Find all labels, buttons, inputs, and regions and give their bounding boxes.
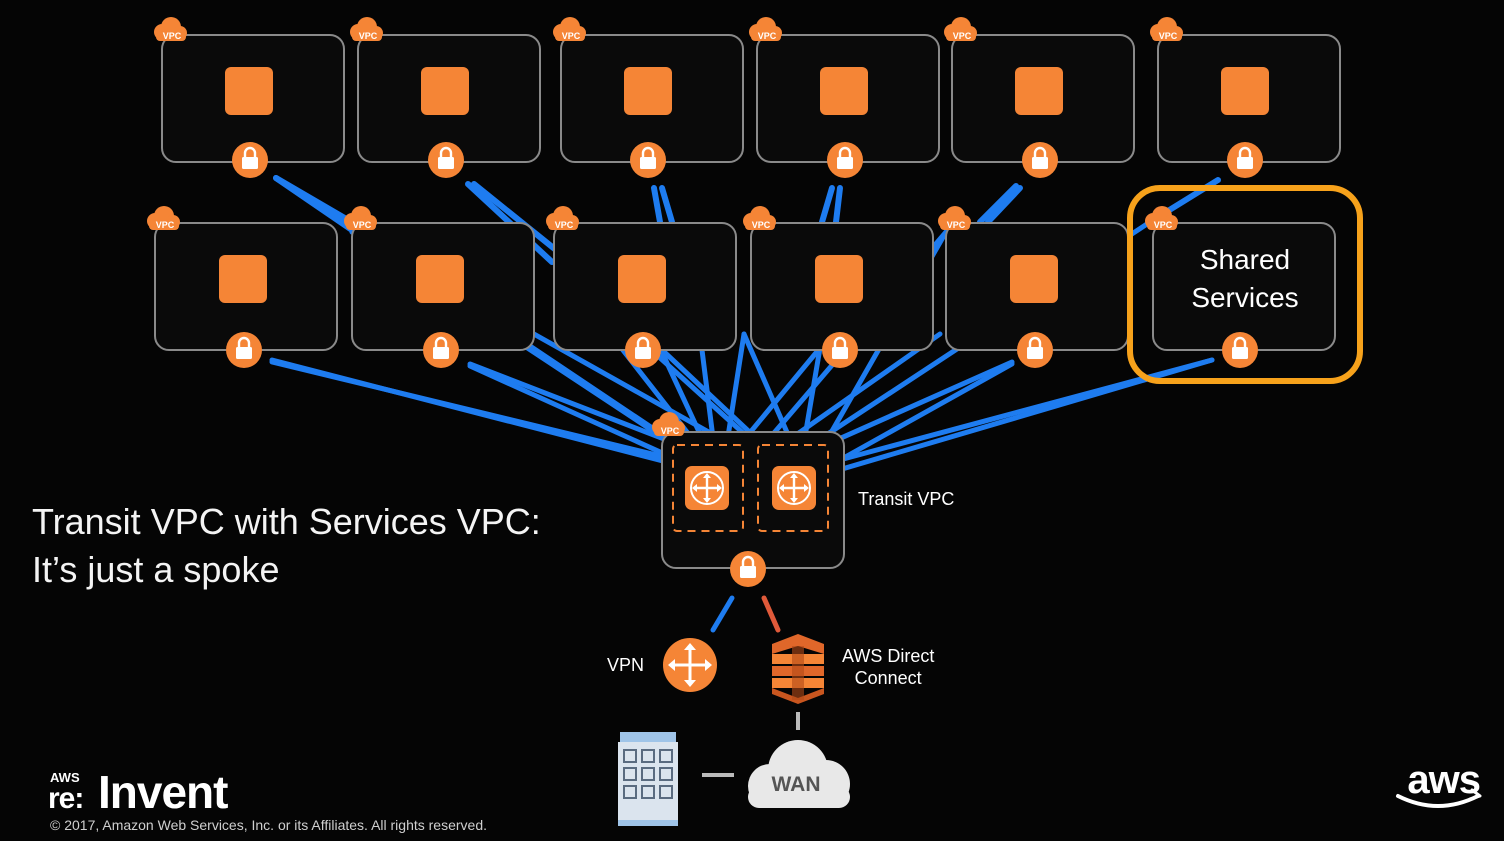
wan-label: WAN [772, 773, 821, 796]
slide-title-line2: It’s just a spoke [32, 549, 280, 590]
vpc-cloud-icon [147, 206, 180, 230]
vpc-cloud-icon [350, 17, 383, 41]
availability-zone-2 [757, 444, 829, 532]
lock-icon [224, 330, 264, 370]
lock-icon [426, 140, 466, 180]
vpc-cloud-icon [938, 206, 971, 230]
instance-icon [815, 255, 863, 303]
vpc-cloud-icon [743, 206, 776, 230]
lock-icon [1015, 330, 1055, 370]
lock-icon [230, 140, 270, 180]
instance-icon [1221, 67, 1269, 115]
instance-icon [1010, 255, 1058, 303]
vpc-cloud-icon [344, 206, 377, 230]
datacenter-icon [618, 732, 678, 826]
vpc-cloud-icon [749, 17, 782, 41]
direct-connect-icon [772, 634, 824, 704]
row2-spoke-vpcs [147, 206, 1336, 370]
direct-connect-label: AWS Direct Connect [842, 645, 934, 689]
direct-connect-link [761, 595, 781, 633]
vpn-link [710, 595, 735, 633]
row1-spoke-vpcs [154, 17, 1341, 180]
reinvent-logo-invent: Invent [98, 766, 228, 818]
lock-icon [1220, 330, 1260, 370]
instance-icon [618, 255, 666, 303]
vpc-cloud-icon [546, 206, 579, 230]
lock-icon [1020, 140, 1060, 180]
slide-title-line1: Transit VPC with Services VPC: [32, 501, 541, 542]
transit-vpc [652, 412, 845, 589]
reinvent-logo-re: re: [48, 782, 84, 815]
instance-icon [219, 255, 267, 303]
aws-logo: aws [1407, 758, 1481, 802]
lock-icon [628, 140, 668, 180]
vpc-cloud-icon [553, 17, 586, 41]
instance-icon [624, 67, 672, 115]
router-icon [770, 464, 818, 512]
lock-icon [623, 330, 663, 370]
direct-connect-label-line2: Connect [854, 668, 922, 688]
slide-title: Transit VPC with Services VPC: It’s just… [32, 498, 541, 594]
vpc-cloud-icon [944, 17, 977, 41]
shared-services-highlight [1127, 185, 1363, 384]
instance-icon [421, 67, 469, 115]
wan-cloud-icon: WAN [748, 740, 850, 808]
shared-services-label: Shared Services [1191, 244, 1299, 313]
reinvent-logo-aws: AWS [50, 770, 80, 785]
copyright-text: © 2017, Amazon Web Services, Inc. or its… [50, 817, 487, 833]
router-icon [683, 464, 731, 512]
lock-icon [728, 549, 768, 589]
lock-icon [820, 330, 860, 370]
vpc-cloud-icon [1150, 17, 1183, 41]
vpn-label: VPN [607, 655, 645, 675]
vpn-icon [663, 638, 717, 692]
vpc-cloud-icon [154, 17, 187, 41]
instance-icon [1015, 67, 1063, 115]
availability-zone-1 [672, 444, 744, 532]
aws-smile-arrow-icon [1468, 788, 1482, 801]
transit-vpc-label: Transit VPC [858, 489, 955, 509]
reinvent-logo: AWS re: Invent [48, 766, 248, 818]
instance-icon [225, 67, 273, 115]
lock-icon [1225, 140, 1265, 180]
direct-connect-label-line1: AWS Direct [842, 646, 935, 666]
lock-icon [421, 330, 461, 370]
instance-icon [416, 255, 464, 303]
instance-icon [820, 67, 868, 115]
lock-icon [825, 140, 865, 180]
